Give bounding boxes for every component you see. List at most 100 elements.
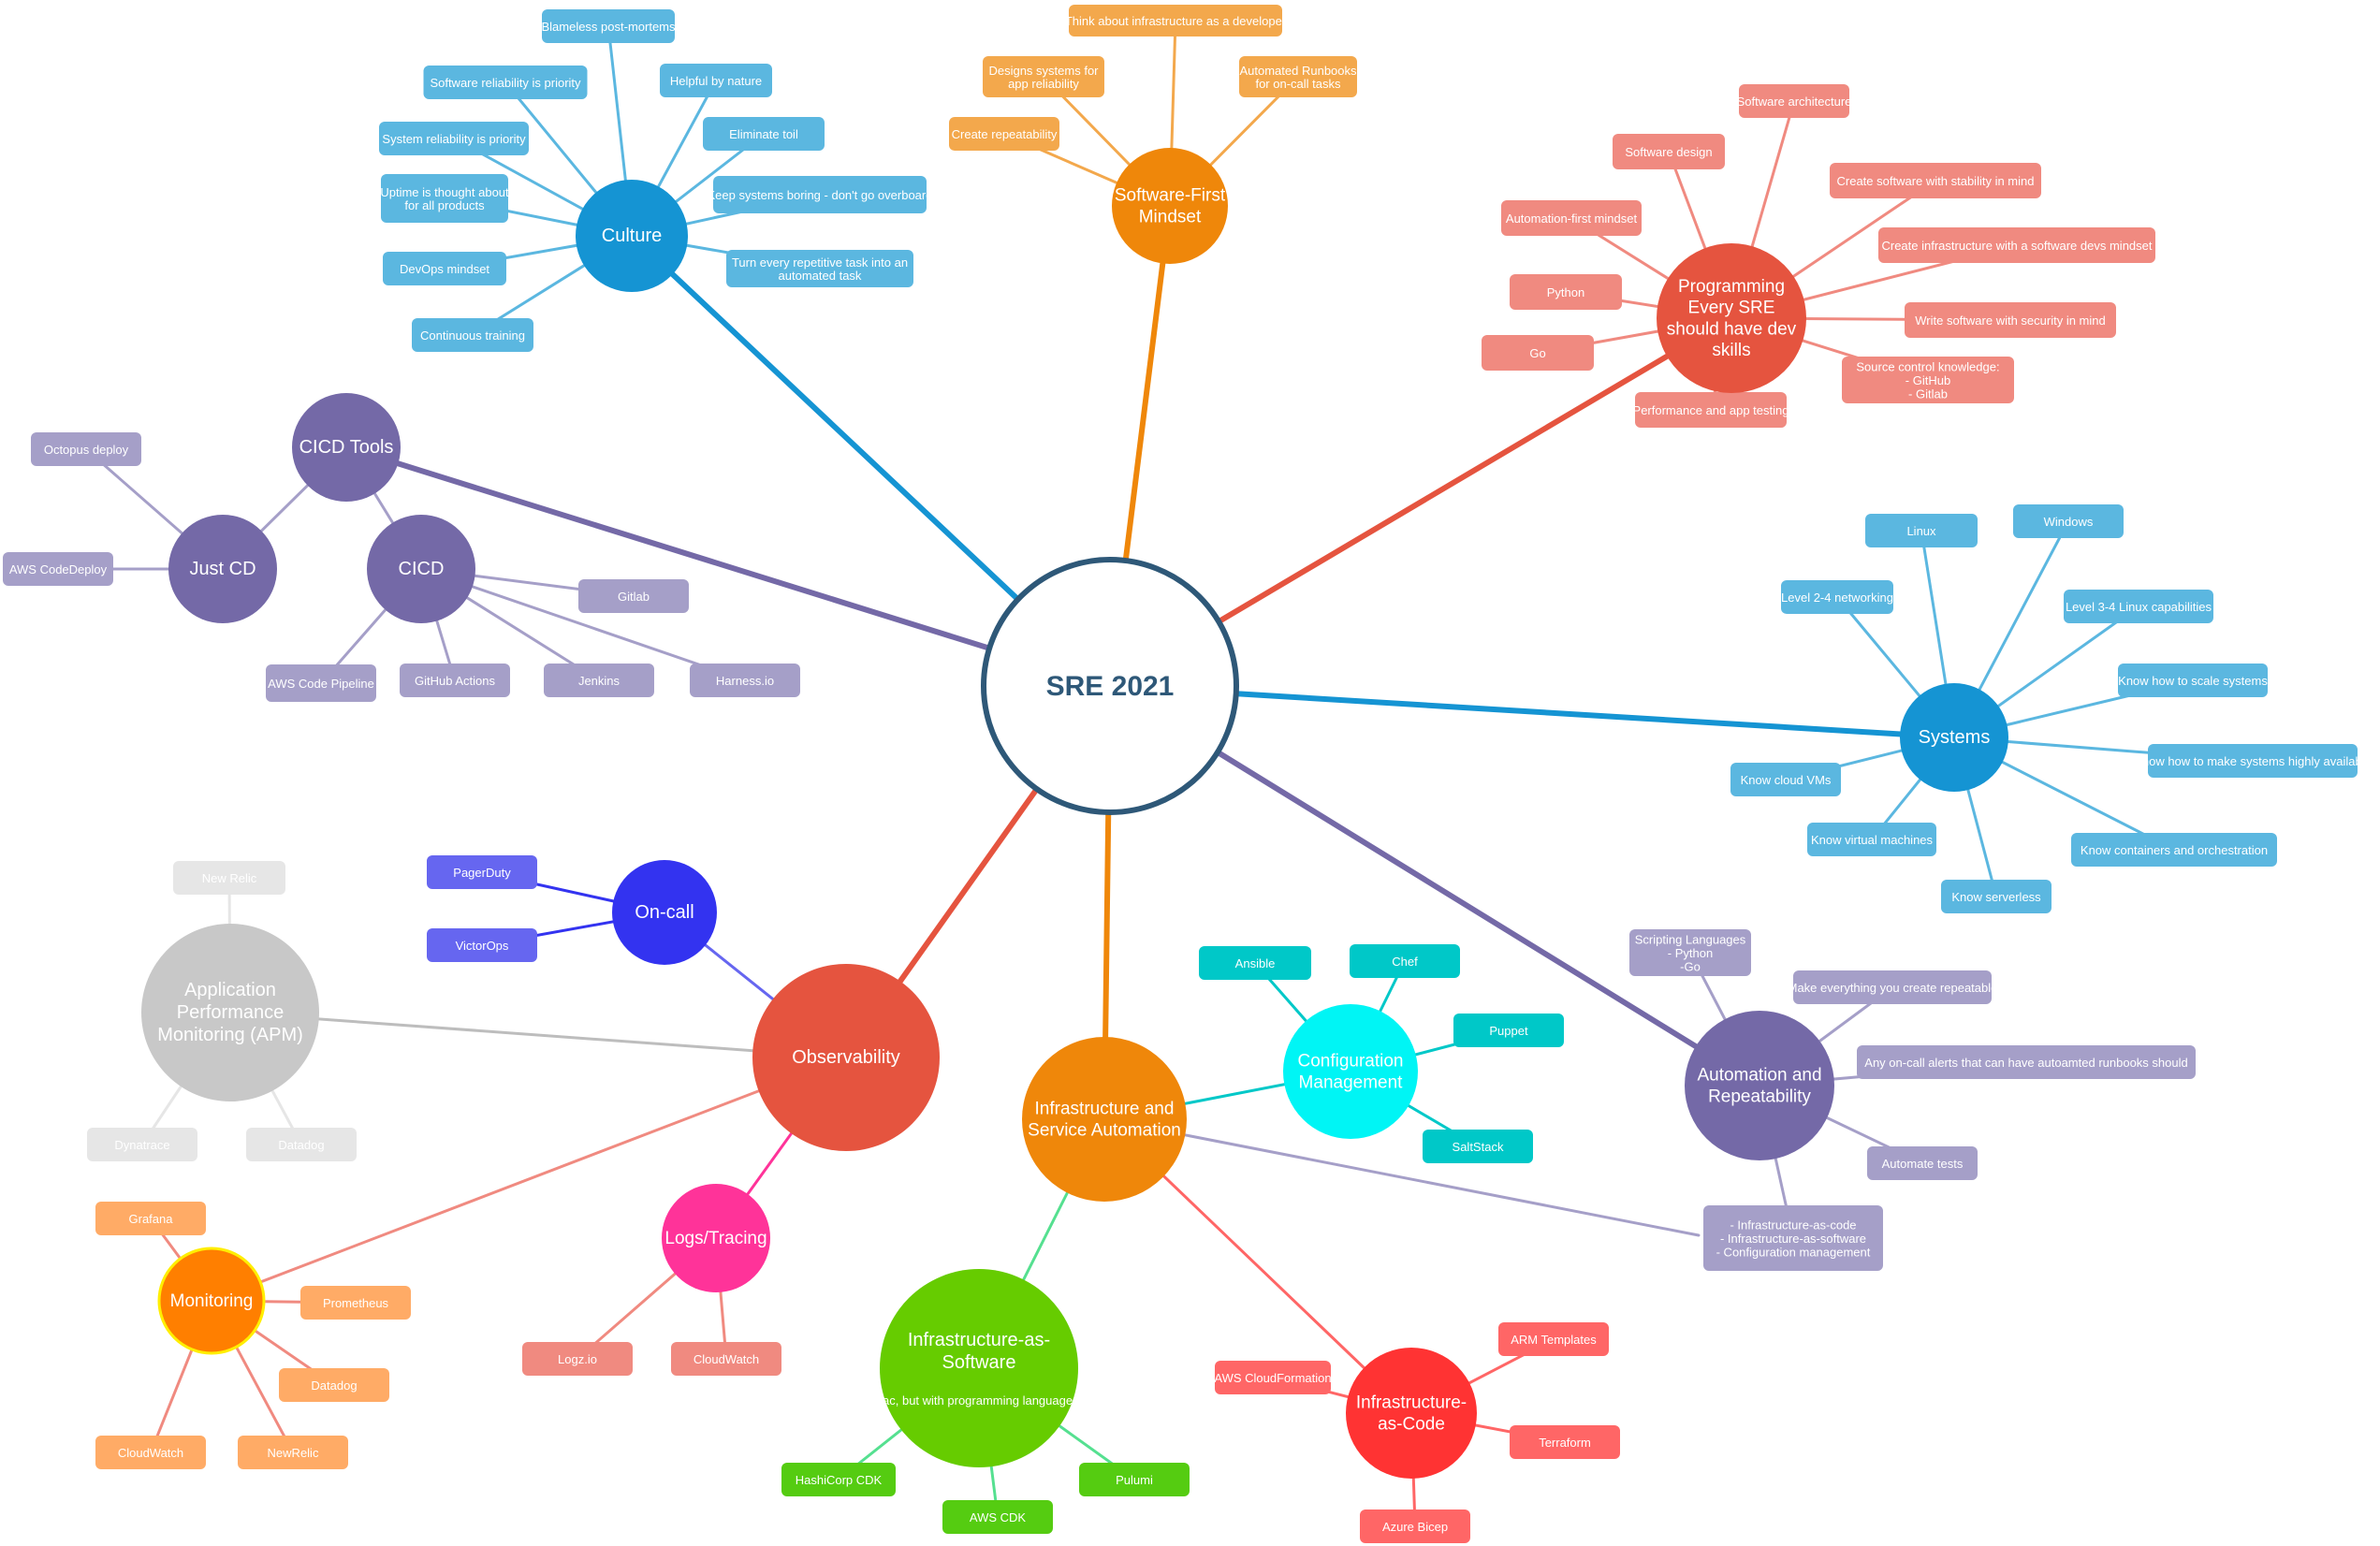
leaf-datadog-label: Datadog xyxy=(311,1378,357,1393)
leaf-pagerduty[interactable]: PagerDuty xyxy=(427,855,537,889)
leaf-automate-tests[interactable]: Automate tests xyxy=(1867,1146,1978,1180)
leaf-azure-bicep[interactable]: Azure Bicep xyxy=(1360,1510,1470,1543)
leaf-level-2-4-networking-label: Level 2-4 networking xyxy=(1781,591,1893,605)
center-node-sre-2021[interactable]: SRE 2021 xyxy=(981,557,1239,815)
leaf-create-repeatability-label: Create repeatability xyxy=(952,127,1058,141)
leaf-aws-code-pipeline[interactable]: AWS Code Pipeline xyxy=(266,664,376,702)
leaf-python[interactable]: Python xyxy=(1510,274,1622,310)
leaf-terraform[interactable]: Terraform xyxy=(1510,1425,1620,1459)
leaf-helpful-by-nature[interactable]: Helpful by nature xyxy=(660,64,772,97)
leaf-arm-templates[interactable]: ARM Templates xyxy=(1498,1322,1609,1356)
leaf-aws-codedeploy[interactable]: AWS CodeDeploy xyxy=(3,552,113,586)
hub-just-cd[interactable]: Just CD xyxy=(168,515,277,623)
leaf-infrastructure-as-code-infrastructure-as[interactable]: - Infrastructure-as-code- Infrastructure… xyxy=(1703,1205,1883,1271)
leaf-datadog[interactable]: Datadog xyxy=(279,1368,389,1402)
hub-cicd-tools[interactable]: CICD Tools xyxy=(292,393,401,502)
leaf-create-software-with-stability-in-mind[interactable]: Create software with stability in mind xyxy=(1830,163,2041,198)
leaf-linux[interactable]: Linux xyxy=(1865,514,1978,547)
leaf-puppet[interactable]: Puppet xyxy=(1453,1014,1564,1047)
leaf-devops-mindset[interactable]: DevOps mindset xyxy=(383,252,506,285)
leaf-make-everything-you-create-repeatable[interactable]: Make everything you create repeatable xyxy=(1788,970,1998,1004)
leaf-blameless-post-mortems[interactable]: Blameless post-mortems xyxy=(541,9,676,43)
leaf-know-how-to-scale-systems-label: Know how to scale systems xyxy=(2118,674,2268,688)
hub-culture[interactable]: Culture xyxy=(576,180,688,292)
leaf-newrelic[interactable]: NewRelic xyxy=(238,1436,348,1469)
leaf-victorops-box xyxy=(427,928,537,962)
leaf-software-design[interactable]: Software design xyxy=(1613,134,1725,169)
leaf-know-how-to-make-systems-highly-availabl[interactable]: Know how to make systems highly availabl… xyxy=(2134,744,2372,778)
leaf-logz-io[interactable]: Logz.io xyxy=(522,1342,633,1376)
leaf-software-architecture[interactable]: Software architecture xyxy=(1737,84,1852,118)
leaf-gitlab[interactable]: Gitlab xyxy=(578,579,689,613)
leaf-chef[interactable]: Chef xyxy=(1350,944,1460,978)
hub-infrastructure-as-code[interactable]: Infrastructure-as-Code xyxy=(1346,1348,1477,1479)
hub-programming-circle xyxy=(1657,243,1806,393)
leaf-system-reliability-is-priority[interactable]: System reliability is priority xyxy=(379,122,529,155)
leaf-grafana[interactable]: Grafana xyxy=(95,1202,206,1235)
leaf-uptime-is-thought-about-for-all-products-box xyxy=(381,174,508,223)
leaf-github-actions[interactable]: GitHub Actions xyxy=(400,664,510,697)
hub-just-cd-label: Just CD xyxy=(189,559,256,579)
hub-monitoring[interactable]: Monitoring xyxy=(157,1247,266,1355)
leaf-aws-cloudformation[interactable]: AWS CloudFormation xyxy=(1214,1361,1332,1394)
hub-logs-tracing[interactable]: Logs/Tracing xyxy=(662,1184,770,1292)
hub-cicd[interactable]: CICD xyxy=(367,515,475,623)
leaf-saltstack[interactable]: SaltStack xyxy=(1423,1130,1533,1163)
leaf-victorops[interactable]: VictorOps xyxy=(427,928,537,962)
hub-on-call[interactable]: On-call xyxy=(612,860,717,965)
leaf-harness-io[interactable]: Harness.io xyxy=(690,664,800,697)
hub-on-call-circle xyxy=(612,860,717,965)
leaf-automated-runbooks-for-on-call-tasks-box xyxy=(1239,56,1357,97)
leaf-know-serverless[interactable]: Know serverless xyxy=(1941,880,2051,913)
leaf-scripting-languages-python-go[interactable]: Scripting Languages- Python-Go xyxy=(1629,929,1751,976)
leaf-know-containers-and-orchestration[interactable]: Know containers and orchestration xyxy=(2071,833,2277,867)
leaf-eliminate-toil[interactable]: Eliminate toil xyxy=(703,117,825,151)
leaf-automation-first-mindset[interactable]: Automation-first mindset xyxy=(1501,200,1642,236)
leaf-continuous-training[interactable]: Continuous training xyxy=(412,318,533,352)
leaf-know-how-to-scale-systems[interactable]: Know how to scale systems xyxy=(2118,664,2268,697)
hub-observability[interactable]: Observability xyxy=(752,964,940,1151)
leaf-ansible[interactable]: Ansible xyxy=(1199,946,1311,980)
leaf-know-virtual-machines[interactable]: Know virtual machines xyxy=(1807,823,1936,856)
leaf-know-cloud-vms[interactable]: Know cloud VMs xyxy=(1730,763,1841,796)
leaf-level-3-4-linux-capabilities[interactable]: Level 3-4 Linux capabilities xyxy=(2064,590,2213,623)
leaf-create-repeatability[interactable]: Create repeatability xyxy=(949,117,1059,151)
leaf-automate-tests-box xyxy=(1867,1146,1978,1180)
leaf-write-software-with-security-in-mind[interactable]: Write software with security in mind xyxy=(1905,302,2116,338)
leaf-jenkins[interactable]: Jenkins xyxy=(544,664,654,697)
leaf-any-on-call-alerts-that-can-have-autoamt[interactable]: Any on-call alerts that can have autoamt… xyxy=(1857,1045,2196,1079)
leaf-windows[interactable]: Windows xyxy=(2013,504,2124,538)
leaf-new-relic[interactable]: New Relic xyxy=(173,861,285,895)
leaf-hashicorp-cdk[interactable]: HashiCorp CDK xyxy=(781,1463,896,1496)
leaf-cloudwatch[interactable]: CloudWatch xyxy=(671,1342,781,1376)
leaf-level-2-4-networking[interactable]: Level 2-4 networking xyxy=(1781,580,1893,614)
leaf-dynatrace[interactable]: Dynatrace xyxy=(87,1128,197,1161)
leaf-pulumi[interactable]: Pulumi xyxy=(1079,1463,1190,1496)
leaf-go[interactable]: Go xyxy=(1482,335,1594,371)
leaf-software-reliability-is-priority[interactable]: Software reliability is priority xyxy=(423,66,588,99)
leaf-cloudwatch[interactable]: CloudWatch xyxy=(95,1436,206,1469)
leaf-know-containers-and-orchestration-box xyxy=(2071,833,2277,867)
leaf-aws-cdk[interactable]: AWS CDK xyxy=(942,1500,1053,1534)
leaf-jenkins-box xyxy=(544,664,654,697)
leaf-datadog[interactable]: Datadog xyxy=(246,1128,357,1161)
leaf-think-about-infrastructure-as-a-develope[interactable]: Think about infrastructure as a develope… xyxy=(1065,5,1287,36)
leaf-keep-systems-boring-don-t-go-overboard[interactable]: Keep systems boring - don't go overboard xyxy=(708,176,933,213)
hub-systems[interactable]: Systems xyxy=(1900,683,2008,792)
leaf-source-control-knowledge-github-gitlab[interactable]: Source control knowledge:- GitHub- Gitla… xyxy=(1842,357,2014,403)
leaf-create-infrastructure-with-a-software-de[interactable]: Create infrastructure with a software de… xyxy=(1878,227,2155,263)
leaf-prometheus[interactable]: Prometheus xyxy=(300,1286,411,1320)
leaf-performance-and-app-testing[interactable]: Performance and app testing xyxy=(1633,392,1789,428)
leaf-octopus-deploy[interactable]: Octopus deploy xyxy=(31,432,141,466)
